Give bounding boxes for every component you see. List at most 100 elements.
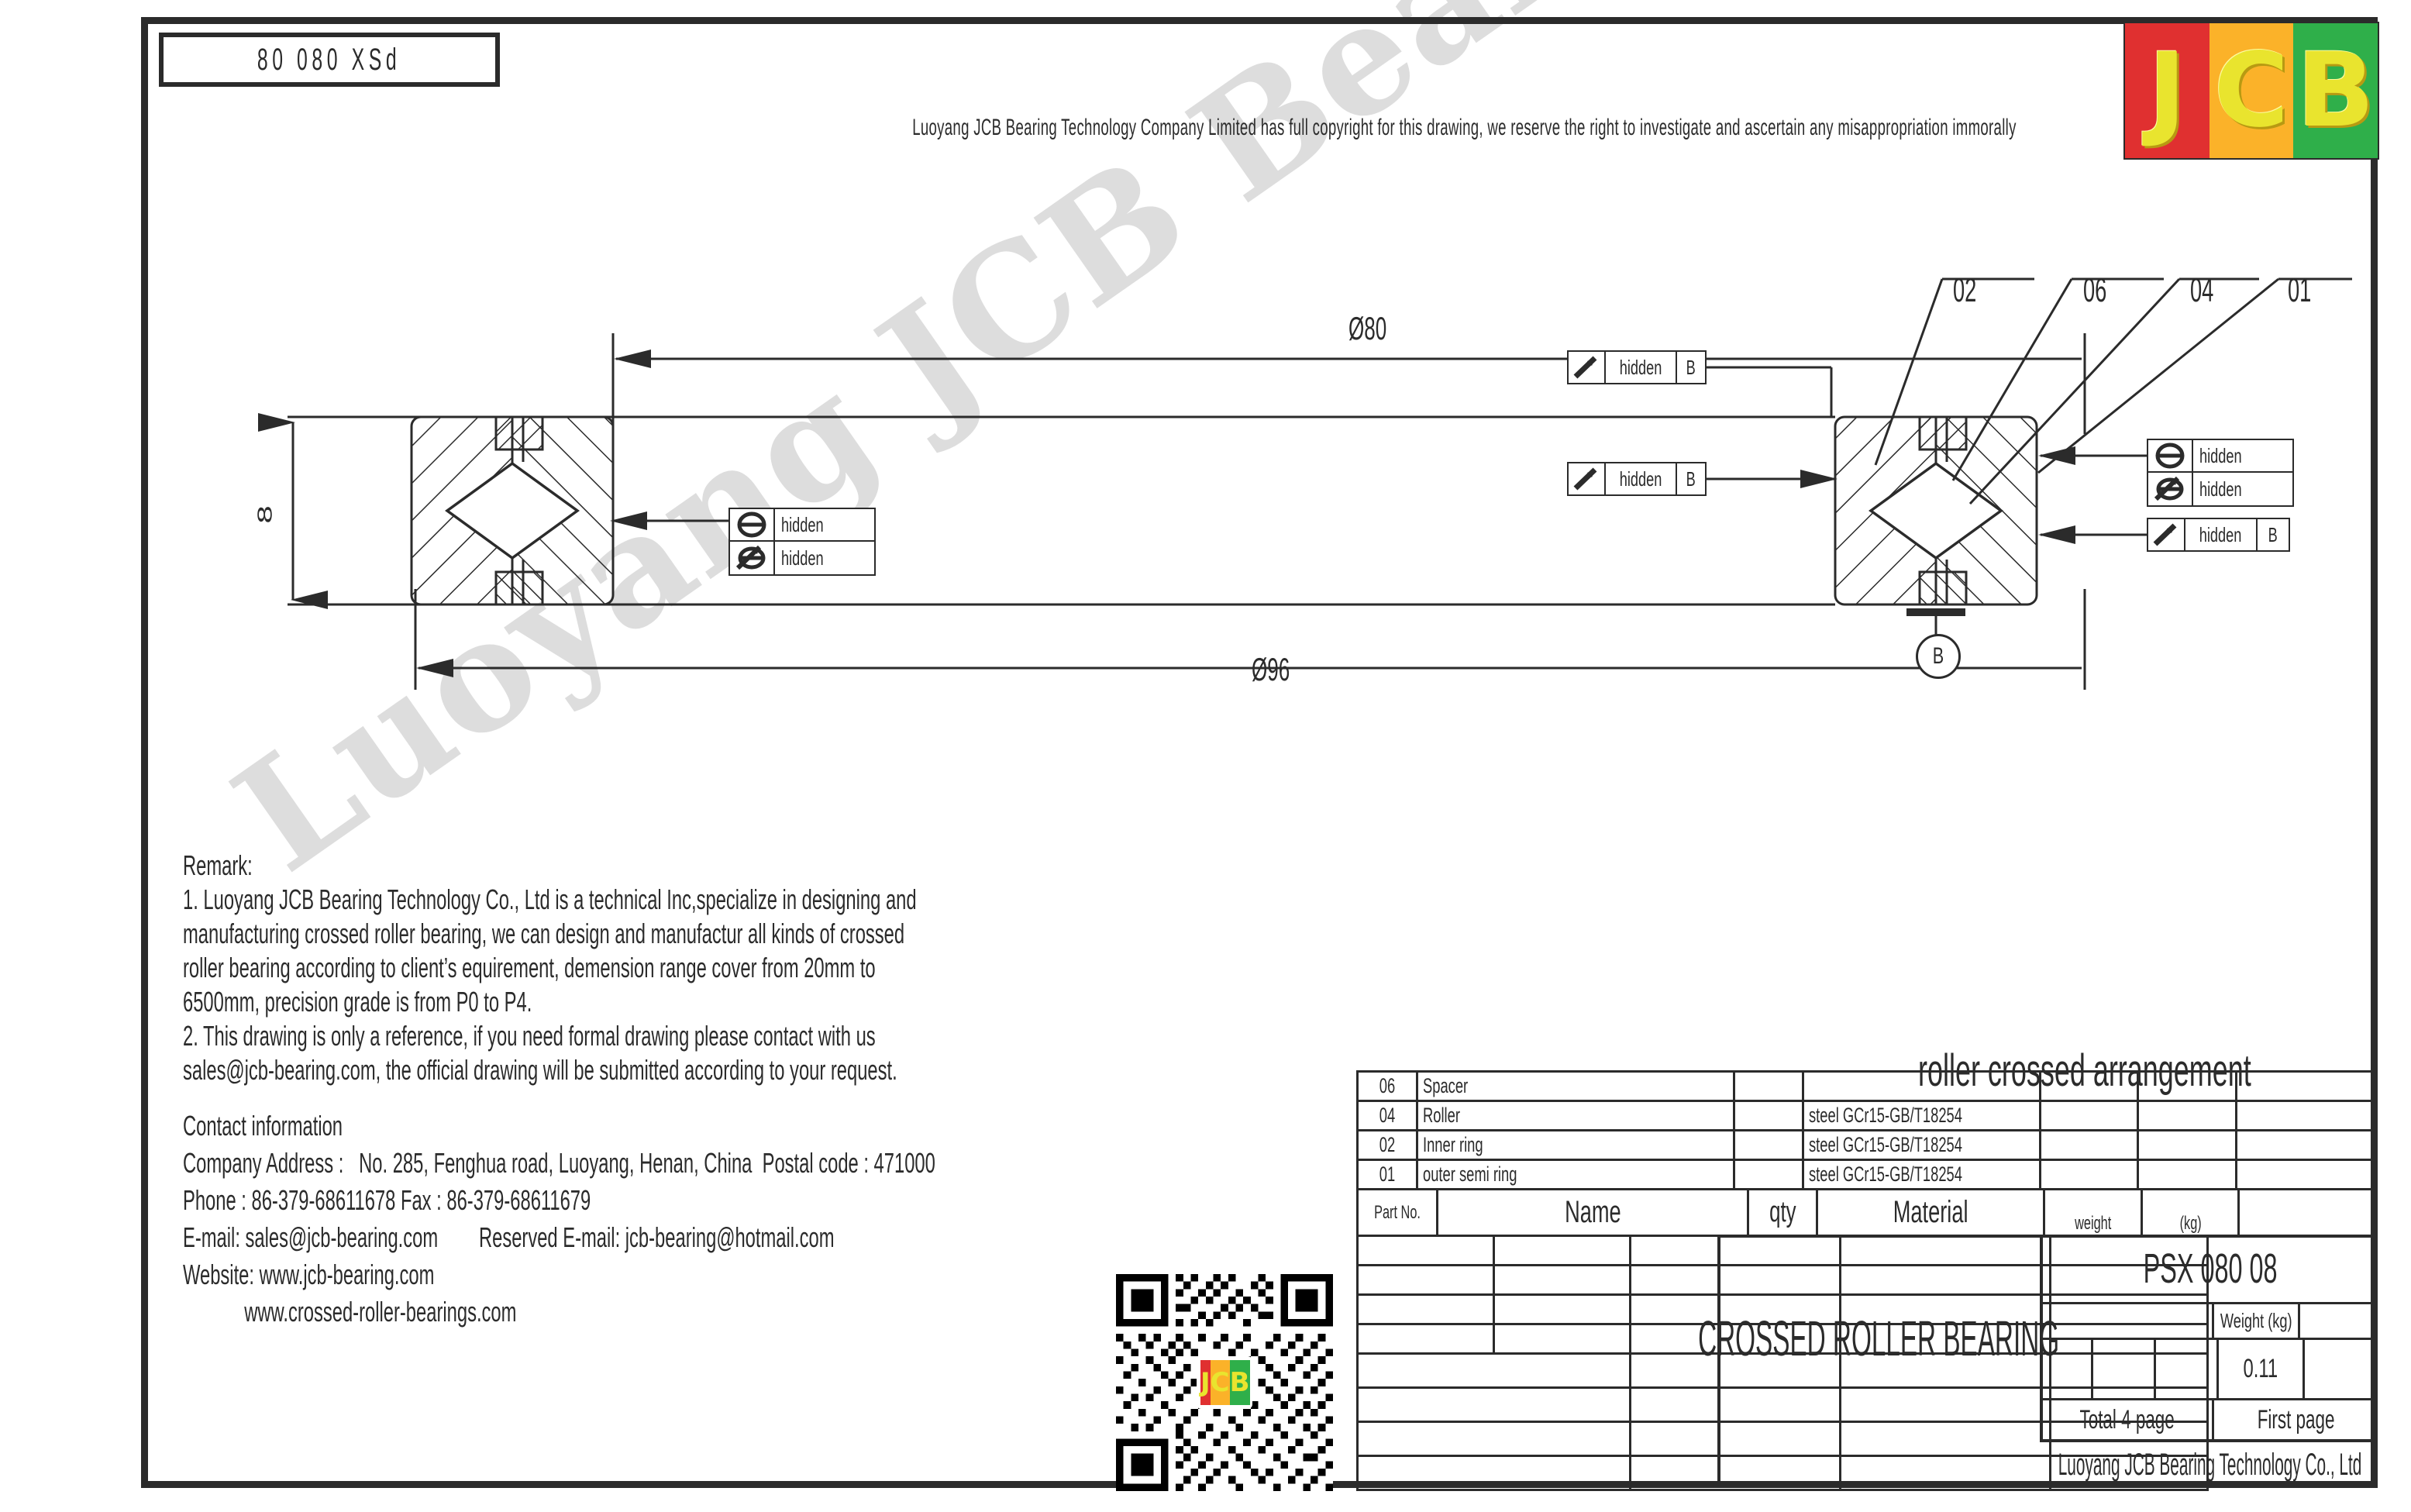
- logo-letter-b: B: [2296, 31, 2375, 150]
- drawing-code-box: 80 080 XSd: [159, 33, 500, 87]
- qr-logo-b: B: [1229, 1360, 1250, 1405]
- right-callout-row-2: hidden: [2148, 473, 2292, 505]
- parts-table-header: Part No. Name qty Material weight (kg): [1355, 1188, 2378, 1237]
- part-weight-unit-cell: [2137, 1100, 2237, 1131]
- table-row: [1355, 1352, 2210, 1389]
- part-name-cell: Spacer: [1416, 1070, 1736, 1102]
- header-part-no: Part No.: [1355, 1188, 1439, 1237]
- total-page-cell: Total 4 page: [2043, 1400, 2214, 1439]
- right-callout-datum-2: B: [1686, 467, 1696, 491]
- part-extra-cell: [2234, 1129, 2378, 1161]
- right-callout-label-5: hidden: [2185, 519, 2258, 550]
- part-code-text: PSX 080 08: [2143, 1245, 2278, 1292]
- remark-line-2: manufacturing crossed roller bearing, we…: [183, 918, 905, 949]
- total-runout-icon: [1569, 463, 1606, 494]
- page-row: Total 4 page First page: [2043, 1400, 2378, 1442]
- left-callout-label-1: hidden: [781, 512, 824, 536]
- contact-line-3: E-mail: sales@jcb-bearing.com Reserved E…: [183, 1221, 835, 1253]
- part-weight-cell: [2039, 1100, 2140, 1131]
- table-row: [1355, 1421, 2210, 1457]
- part-extra-cell: [2234, 1159, 2378, 1190]
- weight-value-cell: 0.11: [2219, 1340, 2305, 1398]
- remark-line-1: 1. Luoyang JCB Bearing Technology Co., L…: [183, 883, 917, 915]
- weight-value-row: 0.11: [2043, 1340, 2378, 1400]
- table-row: [1355, 1386, 2210, 1423]
- weight-label-row: Weight (kg): [2043, 1304, 2378, 1340]
- qr-center-logo: J C B: [1197, 1356, 1252, 1409]
- tb-blank-3: [2156, 1340, 2219, 1398]
- part-label-01: 01: [2288, 271, 2312, 309]
- table-header-row: Part No. Name qty Material weight (kg): [1355, 1188, 2378, 1237]
- contact-line-2: Phone : 86-379-68611678 Fax : 86-379-686…: [183, 1184, 591, 1216]
- remark-line-5: 2. This drawing is only a reference, if …: [183, 1020, 876, 1052]
- contact-line-5: www.crossed-roller-bearings.com: [183, 1296, 517, 1328]
- right-callout-top-left: hidden B: [1567, 350, 1707, 384]
- table-row: 04 Roller steel GCr15-GB/T18254: [1355, 1100, 2378, 1131]
- part-weight-cell: [2039, 1070, 2140, 1102]
- total-runout-icon: [2148, 519, 2185, 550]
- part-name-cell: Roller: [1416, 1100, 1736, 1131]
- weight-blank-right: [2300, 1304, 2378, 1338]
- copyright-notice: Luoyang JCB Bearing Technology Company L…: [912, 115, 2017, 140]
- right-callout-label-3: hidden: [2199, 443, 2242, 467]
- right-callout-label-2: hidden: [1606, 463, 1678, 494]
- tb-blank-4: [2305, 1340, 2378, 1398]
- part-qty-cell: [1733, 1100, 1804, 1131]
- part-code-cell: PSX 080 08: [2043, 1235, 2378, 1304]
- drawing-code-text: 80 080 XSd: [257, 42, 401, 77]
- qr-logo-j: J: [1200, 1360, 1211, 1405]
- part-qty-cell: [1733, 1129, 1804, 1161]
- remark-line-3: roller bearing according to client’s equ…: [183, 952, 876, 983]
- remark-heading: Remark:: [183, 849, 253, 881]
- table-row: [1355, 1235, 2210, 1266]
- logo-panel-red: J: [2125, 23, 2210, 158]
- part-weight-cell: [2039, 1159, 2140, 1190]
- jcb-logo: J C B: [2123, 22, 2379, 160]
- qr-code: J C B: [1116, 1274, 1333, 1491]
- total-runout-icon: [2148, 473, 2193, 505]
- left-callout-stack: hidden hidden: [728, 508, 876, 576]
- remark-line-6: sales@jcb-bearing.com, the official draw…: [183, 1054, 897, 1086]
- right-callout-bottom: hidden B: [2147, 518, 2290, 552]
- part-material-cell: steel GCr15-GB/T18254: [1801, 1159, 2042, 1190]
- right-callout-datum-5: B: [2268, 522, 2278, 546]
- total-runout-icon: [730, 542, 775, 574]
- dimension-height-label: 8: [253, 505, 276, 524]
- part-weight-unit-cell: [2137, 1159, 2237, 1190]
- circular-runout-icon: [2148, 440, 2193, 471]
- right-callout-row-1: hidden: [2148, 440, 2292, 473]
- header-qty: qty: [1747, 1188, 1819, 1237]
- part-weight-unit-cell: [2137, 1129, 2237, 1161]
- datum-feature-b: B: [1916, 634, 1961, 679]
- remark-line-4: 6500mm, precision grade is from P0 to P4…: [183, 986, 532, 1018]
- part-no-cell: 01: [1355, 1159, 1419, 1190]
- table-row: 02 Inner ring steel GCr15-GB/T18254: [1355, 1129, 2378, 1161]
- table-row: 06 Spacer: [1355, 1070, 2378, 1102]
- right-callout-label-1: hidden: [1606, 352, 1678, 383]
- part-weight-unit-cell: [2137, 1070, 2237, 1102]
- part-material-cell: steel GCr15-GB/T18254: [1801, 1129, 2042, 1161]
- part-no-cell: 06: [1355, 1070, 1419, 1102]
- right-callout-datum-1: B: [1686, 355, 1696, 379]
- part-label-04: 04: [2190, 271, 2214, 309]
- title-block: [1717, 1235, 2378, 1488]
- weight-label-cell: Weight (kg): [2214, 1304, 2300, 1338]
- contact-line-4: Website: www.jcb-bearing.com: [183, 1259, 435, 1290]
- company-name-text: Luoyang JCB Bearing Technology Co., Ltd: [2058, 1448, 2362, 1482]
- part-extra-cell: [2234, 1070, 2378, 1102]
- total-runout-icon: [1569, 352, 1606, 383]
- table-row: [1355, 1293, 2210, 1325]
- logo-letter-c: C: [2213, 31, 2289, 150]
- contact-heading: Contact information: [183, 1110, 343, 1142]
- parts-table: 06 Spacer 04 Roller steel GCr15-GB/T1825…: [1355, 1070, 2378, 1190]
- right-callout-label-4: hidden: [2199, 477, 2242, 501]
- part-qty-cell: [1733, 1070, 1804, 1102]
- part-label-02: 02: [1953, 271, 1977, 309]
- table-row: [1355, 1264, 2210, 1296]
- table-row: 01 outer semi ring steel GCr15-GB/T18254: [1355, 1159, 2378, 1190]
- left-callout-label-2: hidden: [781, 546, 824, 570]
- header-name: Name: [1436, 1188, 1750, 1237]
- part-material-cell: [1801, 1070, 2042, 1102]
- part-name-cell: outer semi ring: [1416, 1159, 1736, 1190]
